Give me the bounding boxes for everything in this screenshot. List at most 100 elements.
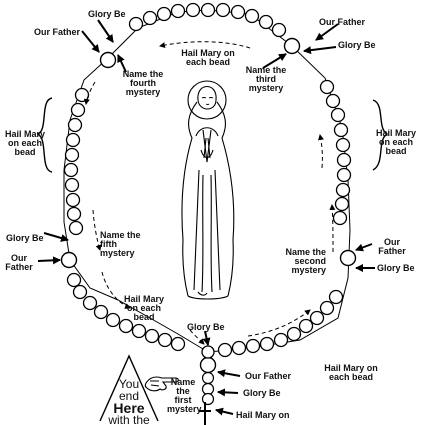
pointer-arrow (217, 369, 241, 378)
crucifix-icon (199, 402, 211, 425)
hail-mary-bead (330, 107, 346, 123)
hail-mary-bead (74, 87, 90, 103)
hail-mary-bead (259, 336, 275, 352)
hail-mary-bead (271, 22, 287, 38)
label-hail-mary-bottom-right: Hail Mary on each bead (324, 363, 378, 382)
label-glory-be-top-right: Glory Be (338, 40, 376, 50)
hail-mary-bead (334, 196, 350, 212)
hail-mary-bead (142, 10, 158, 26)
hail-mary-bead (333, 122, 349, 138)
hail-mary-bead (144, 328, 160, 344)
hail-mary-bead (118, 318, 134, 334)
hail-mary-bead (185, 2, 201, 18)
label-pointer-arrows (37, 19, 375, 416)
hail-mary-bead (170, 3, 186, 19)
hail-mary-bead (200, 2, 216, 18)
label-fifth-mystery: Name the fifth mystery (100, 230, 141, 258)
hail-mary-bead (328, 289, 344, 305)
our-father-bead (283, 37, 301, 55)
pointer-arrow (97, 19, 114, 43)
flow-arrow (92, 209, 102, 251)
hail-mary-bead (244, 8, 260, 24)
hail-mary-bead (231, 340, 247, 356)
label-our-father-top-right: Our Father (319, 17, 366, 27)
label-glory-be-bottom2: Glory Be (243, 388, 281, 398)
pendant-bead (201, 382, 215, 396)
hail-mary-bead (286, 326, 302, 342)
flow-arrow (101, 271, 131, 309)
hail-mary-bead (332, 210, 348, 226)
hail-mary-bead (170, 336, 186, 352)
pointer-arrow (117, 54, 127, 73)
hail-mary-bead (131, 323, 147, 339)
hail-mary-bead (319, 79, 335, 95)
hail-mary-bead (67, 117, 83, 133)
flow-arrow (83, 81, 96, 105)
hail-mary-bead (82, 295, 98, 311)
label-with-the: with the (108, 413, 150, 425)
hail-mary-bead (128, 16, 144, 32)
pointer-arrow (355, 243, 373, 252)
hail-mary-bead (93, 304, 109, 320)
hail-mary-bead (66, 272, 82, 288)
hail-mary-bead (64, 177, 80, 193)
label-hail-mary-top: Hail Mary on each bead (181, 48, 235, 67)
label-glory-be-left: Glory Be (6, 233, 44, 243)
label-hail-mary-bottom: Hail Mary on (236, 410, 290, 420)
hail-mary-bead (217, 342, 233, 358)
hail-mary-bead (325, 93, 341, 109)
our-father-bead (199, 356, 217, 374)
hail-mary-bead (70, 102, 86, 118)
hail-mary-bead (230, 4, 246, 20)
hail-mary-bead (65, 132, 81, 148)
hail-mary-bead (336, 152, 352, 168)
decade-brace (36, 97, 53, 173)
hail-mary-bead (72, 284, 88, 300)
decade-braces (36, 97, 389, 173)
label-hail-mary-left: Hail Mary on each bead (4, 129, 46, 157)
flow-arrow (189, 329, 205, 345)
hail-mary-bead (309, 310, 325, 326)
hail-mary-bead (65, 192, 81, 208)
hail-mary-bead (66, 206, 82, 222)
hail-mary-bead (336, 167, 352, 183)
flow-arrow (329, 204, 336, 253)
label-glory-be-top: Glory Be (88, 9, 126, 19)
label-fourth-mystery: Name the fourth mystery (122, 69, 164, 97)
hail-mary-bead (68, 220, 84, 236)
pointer-arrow (81, 30, 100, 53)
centerpiece-medal (201, 345, 215, 359)
pointer-arrow (262, 53, 287, 69)
label-first-mystery: Name the first mystery (167, 377, 202, 414)
pointer-arrow (217, 388, 239, 397)
hail-mary-bead (157, 332, 173, 348)
bottom-pointer-triangle (99, 354, 159, 422)
pointer-arrow (303, 46, 337, 55)
flow-arrow (247, 309, 311, 337)
pointer-arrow (37, 256, 61, 265)
label-our-father-top-left: Our Father (34, 27, 81, 37)
pendant-bead (201, 392, 215, 406)
our-father-bead (99, 51, 117, 69)
label-hail-mary-right: Hail Mary on each bead (375, 128, 417, 156)
label-glory-be-right: Glory Be (377, 263, 415, 273)
hail-mary-bead (245, 338, 261, 354)
virgin-mary-figure (181, 80, 235, 300)
label-here: Here (113, 400, 145, 416)
label-third-mystery: Name the third mystery (245, 65, 287, 93)
label-our-father-bottom: Our Father (245, 371, 292, 381)
hail-mary-bead (258, 14, 274, 30)
pointer-arrow (43, 232, 69, 242)
hail-mary-bead (64, 147, 80, 163)
hail-mary-bead (335, 137, 351, 153)
our-father-bead (339, 249, 357, 267)
label-second-mystery: Name the second mystery (285, 247, 326, 275)
hail-mary-bead (105, 312, 121, 328)
label-our-father-right: Our Father (378, 237, 406, 256)
pendant-bead (201, 371, 215, 385)
hail-mary-bead (215, 2, 231, 18)
pointing-hand-icon (144, 376, 179, 392)
flow-arrow (318, 134, 324, 169)
